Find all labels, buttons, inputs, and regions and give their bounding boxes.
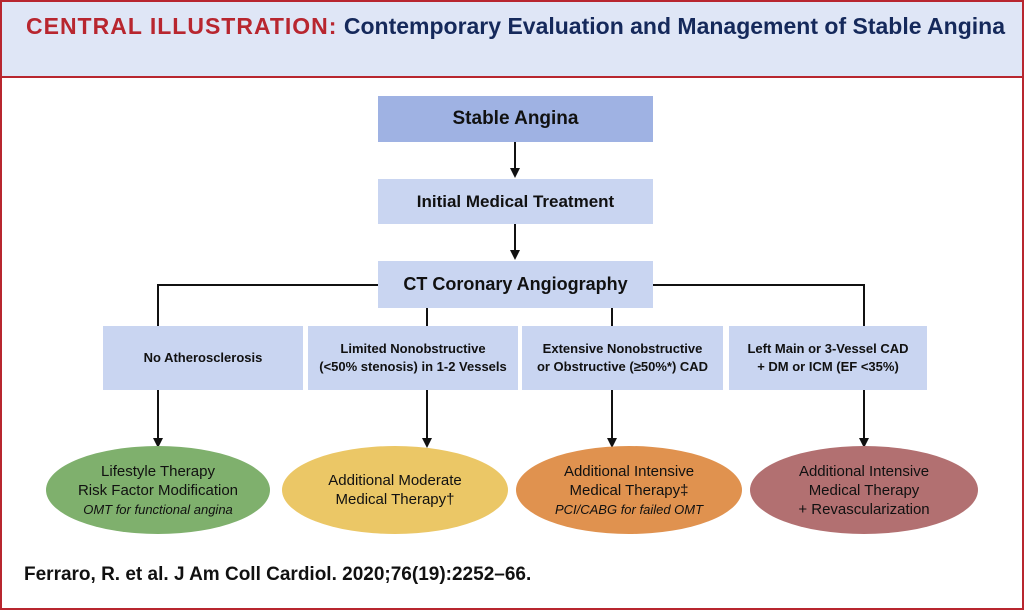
category-box-2: Limited Nonobstructive (<50% stenosis) i… — [308, 326, 518, 390]
stable-angina-label: Stable Angina — [452, 108, 579, 129]
outcome-3-line1: Additional Intensive — [563, 462, 695, 480]
branch-right — [653, 284, 865, 326]
outcome-3-line2: Medical Therapy‡ — [569, 481, 689, 499]
outcome-oval-3: Additional Intensive Medical Therapy‡ PC… — [516, 446, 742, 534]
header-bar: CENTRAL ILLUSTRATION: Contemporary Evalu… — [2, 2, 1022, 78]
initial-treatment-box: Initial Medical Treatment — [378, 179, 653, 224]
outcome-4-line3: + Revascularization — [798, 500, 930, 518]
outcome-oval-4: Additional Intensive Medical Therapy + R… — [750, 446, 978, 534]
outcome-1-note: OMT for functional angina — [83, 501, 233, 517]
citation: Ferraro, R. et al. J Am Coll Cardiol. 20… — [24, 564, 532, 585]
category-box-4: Left Main or 3-Vessel CAD + DM or ICM (E… — [729, 326, 927, 390]
title-text: Contemporary Evaluation and Management o… — [343, 13, 1005, 39]
page-title: CENTRAL ILLUSTRATION: Contemporary Evalu… — [26, 12, 1006, 41]
category-2-line1: Limited Nonobstructive — [340, 341, 486, 356]
outcome-4-line1: Additional Intensive — [798, 462, 930, 480]
category-box-3: Extensive Nonobstructive or Obstructive … — [522, 326, 723, 390]
outcome-1-line1: Lifestyle Therapy — [101, 462, 215, 480]
outcome-oval-2: Additional Moderate Medical Therapy† — [282, 446, 508, 534]
category-2-line2: (<50% stenosis) in 1-2 Vessels — [319, 359, 507, 374]
outcome-1-line2: Risk Factor Modification — [77, 481, 239, 499]
initial-treatment-label: Initial Medical Treatment — [416, 191, 615, 211]
outcome-oval-1: Lifestyle Therapy Risk Factor Modificati… — [46, 446, 270, 534]
outcome-2-line1: Additional Moderate — [328, 472, 462, 489]
outcome-2-line2: Medical Therapy† — [335, 491, 455, 508]
category-4-line2: + DM or ICM (EF <35%) — [757, 359, 899, 374]
branch-left — [157, 284, 378, 326]
title-label: CENTRAL ILLUSTRATION: — [26, 13, 338, 39]
ct-angiography-label: CT Coronary Angiography — [403, 274, 628, 294]
outcome-3-note: PCI/CABG for failed OMT — [554, 501, 704, 517]
outcome-4-line2: Medical Therapy — [808, 481, 920, 499]
stable-angina-box: Stable Angina — [378, 96, 653, 142]
category-4-line1: Left Main or 3-Vessel CAD — [747, 341, 909, 356]
category-3-line1: Extensive Nonobstructive — [542, 341, 703, 356]
category-1-line1: No Atherosclerosis — [143, 350, 263, 365]
ct-angiography-box: CT Coronary Angiography — [378, 261, 653, 308]
category-box-1: No Atherosclerosis — [103, 326, 303, 390]
category-3-line2: or Obstructive (≥50%*) CAD — [536, 359, 709, 374]
